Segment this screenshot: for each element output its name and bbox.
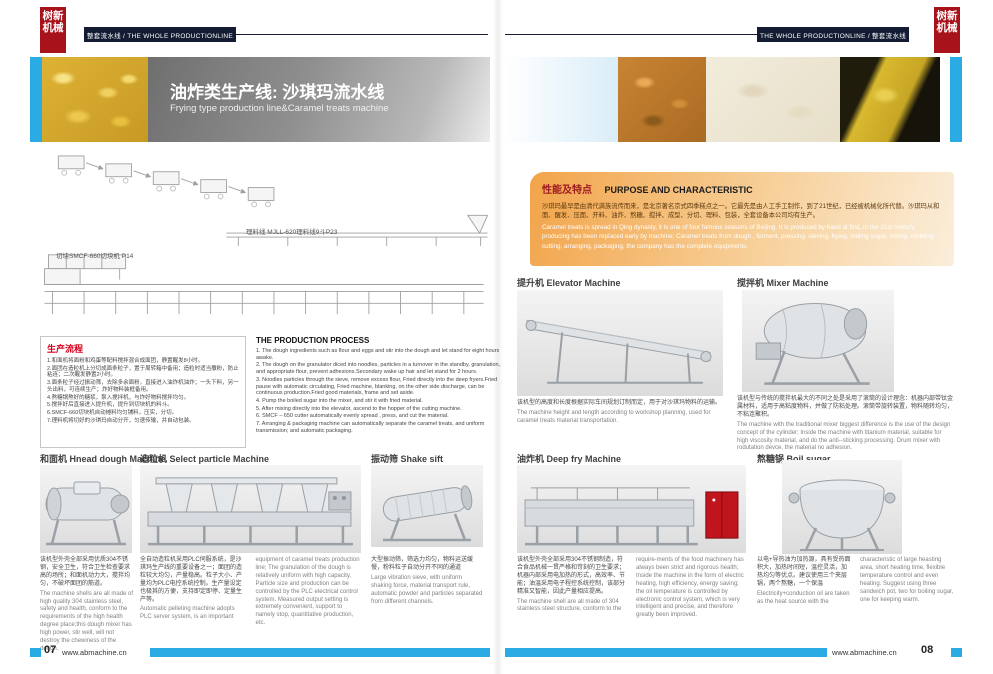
sugar-desc-en: Electricity+conduction oil are taken as … bbox=[757, 557, 954, 605]
process-steps-cn: 1.和面机将面粉和鸡蛋等配料搅拌混合成面团，静置醒发8小时。 2.面团在造粒机上… bbox=[47, 358, 239, 424]
hero-photo-packaged-product bbox=[840, 57, 940, 142]
header-tagline-right: THE WHOLE PRODUCTIONLINE / 整套流水线 bbox=[757, 27, 909, 42]
particle-desc-en: Automatic pelleting machine adopts PLC s… bbox=[140, 557, 360, 627]
page-title-cn: 油炸类生产线: 沙琪玛流水线 bbox=[170, 83, 385, 102]
sugar-desc-cn: 以电+导热油为加热源，具有受热面积大，加热时间短，温控灵活，加热均匀等优点。建议… bbox=[757, 557, 851, 587]
mixer-desc-en: The machine with the traditional mixer b… bbox=[737, 421, 951, 452]
sift-desc-en: Large vibration sieve, with uniform shak… bbox=[371, 574, 483, 605]
purpose-body-cn: 沙琪玛最早是由清代满族流传而来，是北京著名京式四季糕点之一。它最先是由人工手工制… bbox=[542, 203, 940, 220]
footer-site-right: www.abmachine.cn bbox=[832, 648, 897, 657]
header-rule-right bbox=[505, 34, 757, 35]
process-step: 2. The dough on the granulator diced int… bbox=[256, 362, 501, 376]
process-heading-cn: 生产流程 bbox=[47, 344, 84, 354]
particle-title: 造粒机 Select particle Machine bbox=[140, 454, 270, 464]
purpose-heading-cn: 性能及特点 bbox=[542, 185, 592, 196]
hero-photo-caramel-treat bbox=[618, 57, 706, 142]
process-step: 6. SMCF – 650 cutter automatically evenl… bbox=[256, 413, 449, 420]
fry-caption: 该机型外壳全部采用304不锈钢制造，符合食品机械一贯严格和苛刻的卫生要求；机器内… bbox=[517, 557, 746, 620]
process-step: 1. The dough ingredients such as flour a… bbox=[256, 348, 500, 361]
process-step: 4. Pump the boiled sugar into the mixer,… bbox=[256, 397, 423, 404]
fry-desc-en: The machine shell are all made of 304 st… bbox=[517, 557, 744, 619]
sift-photo bbox=[371, 465, 483, 547]
diagram-label-arrange-line: 理料线 MJLL-620理料线9斗P23 bbox=[246, 229, 338, 236]
sift-illustration bbox=[382, 485, 473, 542]
footer-bar-right bbox=[505, 648, 827, 657]
process-step: 5. After mixing directly into the elevat… bbox=[256, 405, 462, 412]
footer-site-left: www.abmachine.cn bbox=[62, 648, 127, 657]
elevator-caption: 该机型的高度和长度根据实际车间规划订制而定，用于对沙琪玛物料的运输。 The m… bbox=[517, 400, 723, 428]
mixer-title: 搅拌机 Mixer Machine bbox=[737, 278, 829, 288]
dough-machine-photo bbox=[40, 465, 132, 553]
footer-edge-left bbox=[30, 648, 41, 657]
fry-machine-photo bbox=[517, 465, 746, 553]
page-number-right: 08 bbox=[921, 644, 934, 656]
elevator-desc-cn: 该机型的高度和长度根据实际车间规划订制而定，用于对沙琪玛物料的运输。 bbox=[517, 400, 722, 406]
dough-desc-cn: 该机型外壳全部采用优质304不锈钢，安全卫生，符合卫生检查要求高的场所；和面机动… bbox=[40, 557, 131, 587]
sift-title: 振动筛 Shake sift bbox=[371, 454, 444, 464]
particle-desc-cn: 全自动造粒机采用PLC伺服系统，是沙琪玛生产线的重要设备之一；面团的造粒较大均匀… bbox=[140, 557, 243, 603]
elevator-illustration bbox=[525, 319, 712, 384]
mixer-illustration bbox=[755, 303, 870, 385]
elevator-photo bbox=[517, 290, 723, 396]
hero-blue-strip-right bbox=[950, 57, 962, 142]
elevator-title: 提升机 Elevator Machine bbox=[517, 278, 621, 288]
center-fold bbox=[493, 0, 503, 674]
brand-logo-text: 树新机械 bbox=[936, 10, 958, 35]
mixer-desc-cn: 该机型与传统的搅拌机最大的不同之处是采用了滚筒的设计理念：机器内部带钛金属材料，… bbox=[737, 396, 954, 418]
production-process-cn: 生产流程 1.和面机将面粉和鸡蛋等配料搅拌混合成面团，静置醒发8小时。 2.面团… bbox=[40, 336, 246, 448]
hero-photo-treat-closeup bbox=[706, 57, 840, 142]
process-step: 7. Arranging & packaging machine can aut… bbox=[256, 421, 485, 434]
header-tagline-left: 整套流水线 / THE WHOLE PRODUCTIONLINE bbox=[84, 27, 236, 42]
dough-title: 和面机 Hnead dough Machine bbox=[40, 454, 166, 464]
sugar-kettle-illustration bbox=[788, 479, 896, 551]
purpose-panel: 性能及特点 PURPOSE AND CHARACTERISTIC 沙琪玛最早是由… bbox=[530, 172, 954, 266]
hero-pale-panel bbox=[505, 57, 618, 142]
hero-banner: 油炸类生产线: 沙琪玛流水线 Frying type production li… bbox=[148, 57, 490, 142]
process-step: 2.面团在造粒机上分切成面条粒子，置于周转箱中备用；造粒时适当撒粉，防止粘连；二… bbox=[47, 365, 239, 379]
fry-machine-illustration bbox=[524, 487, 739, 546]
mixer-photo bbox=[742, 290, 894, 392]
particle-machine-photo bbox=[140, 465, 361, 553]
particle-caption: 全自动造粒机采用PLC伺服系统，是沙琪玛生产线的重要设备之一；面团的造粒较大均匀… bbox=[140, 557, 362, 628]
purpose-heading-en: PURPOSE AND CHARACTERISTIC bbox=[604, 185, 753, 195]
elevator-desc-en: The machine height and length according … bbox=[517, 409, 711, 424]
process-step: 1.和面机将面粉和鸡蛋等配料搅拌混合成面团，静置醒发8小时。 bbox=[47, 358, 204, 364]
footer-edge-right bbox=[951, 648, 962, 657]
process-step: 6.SMCF-660切块机自动摊料均匀铺料，压实，分切。 bbox=[47, 409, 178, 416]
sugar-caption: 以电+导热油为加热源，具有受热面积大，加热时间短，温控灵活，加热均匀等优点。建议… bbox=[757, 557, 954, 606]
process-step: 4.熬糖锅熬好的糖浆，泵入搅拌机，与炸好物料搅拌均匀。 bbox=[47, 394, 190, 401]
purpose-body-en: Caramel treats is spread in Qing dynasty… bbox=[542, 224, 935, 250]
mixer-caption: 该机型与传统的搅拌机最大的不同之处是采用了滚筒的设计理念：机器内部带钛金属材料，… bbox=[737, 396, 953, 455]
brand-logo-text: 树新机械 bbox=[42, 10, 64, 35]
fry-title: 油炸机 Deep fry Machine bbox=[517, 454, 622, 464]
hero-blue-strip-left bbox=[30, 57, 42, 142]
process-heading-en: THE PRODUCTION PROCESS bbox=[256, 336, 370, 345]
footer-bar-left bbox=[150, 648, 490, 657]
fry-desc-cn: 该机型外壳全部采用304不锈钢制造，符合食品机械一贯严格和苛刻的卫生要求；机器内… bbox=[517, 557, 626, 595]
dough-caption: 该机型外壳全部采用优质304不锈钢，安全卫生，符合卫生检查要求高的场所；和面机动… bbox=[40, 557, 135, 656]
hero-photo-fried-snack bbox=[42, 57, 148, 142]
dough-desc-en: The machine shells are all made of high … bbox=[40, 590, 134, 652]
production-line-diagram bbox=[44, 155, 489, 315]
header-rule-left bbox=[236, 34, 488, 35]
production-process-en: THE PRODUCTION PROCESS 1. The dough ingr… bbox=[256, 336, 502, 452]
sift-caption: 大型振动筛，筛选力均匀，物料运送缓慢，粉料粒子自动分开不同的通道 Large v… bbox=[371, 557, 483, 608]
page-title-en: Frying type production line&Caramel trea… bbox=[170, 103, 389, 114]
sugar-title: 熬糖锅 Boil sugar bbox=[757, 454, 831, 464]
page-number-left: 07 bbox=[44, 644, 57, 656]
sugar-kettle-photo bbox=[782, 460, 902, 554]
process-step: 3.面条粒子经过振动筛，去除多余面粉，直接进入油炸机油炸；一头下料，另一头出料，… bbox=[47, 380, 239, 393]
process-step: 5.搅拌好后直接进入提升机，提升到切块机的料斗。 bbox=[47, 402, 173, 409]
brand-logo-right: 树新机械 bbox=[934, 7, 960, 53]
diagram-label-cutter: 切块SMCF-660切块机 P14 bbox=[56, 253, 134, 260]
brand-logo-left: 树新机械 bbox=[40, 7, 66, 53]
particle-machine-illustration bbox=[147, 477, 353, 546]
dough-machine-illustration bbox=[45, 481, 130, 546]
sift-desc-cn: 大型振动筛，筛选力均匀，物料运送缓慢，粉料粒子自动分开不同的通道 bbox=[371, 557, 474, 571]
process-step: 3. Noodles particles through the sieve, … bbox=[256, 376, 498, 397]
process-step: 7.理料机将切好的沙琪玛自动分开，匀速传输，并自动包装。 bbox=[47, 417, 195, 424]
process-steps-en: 1. The dough ingredients such as flour a… bbox=[256, 348, 502, 434]
